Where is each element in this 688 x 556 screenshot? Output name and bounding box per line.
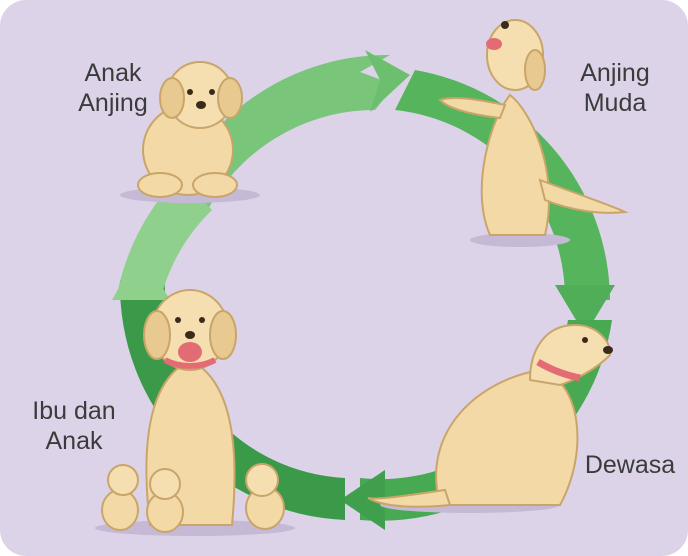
- stage-label-young: Anjing Muda: [560, 58, 670, 118]
- stage-label-mother: Ibu dan Anak: [14, 396, 134, 456]
- stage-label-adult-line1: Dewasa: [575, 450, 685, 480]
- stage-label-mother-line2: Anak: [14, 426, 134, 456]
- stage-label-puppy-line1: Anak: [58, 58, 168, 88]
- stage-label-young-line2: Muda: [560, 88, 670, 118]
- small-puppy-2: [147, 469, 183, 532]
- stage-label-puppy-line2: Anjing: [58, 88, 168, 118]
- stage-label-mother-line1: Ibu dan: [14, 396, 134, 426]
- stage-label-young-line1: Anjing: [560, 58, 670, 88]
- young-dog-illustration: [440, 20, 625, 247]
- stage-label-puppy: Anak Anjing: [58, 58, 168, 118]
- small-puppy-1: [102, 465, 138, 530]
- stage-label-adult: Dewasa: [575, 450, 685, 480]
